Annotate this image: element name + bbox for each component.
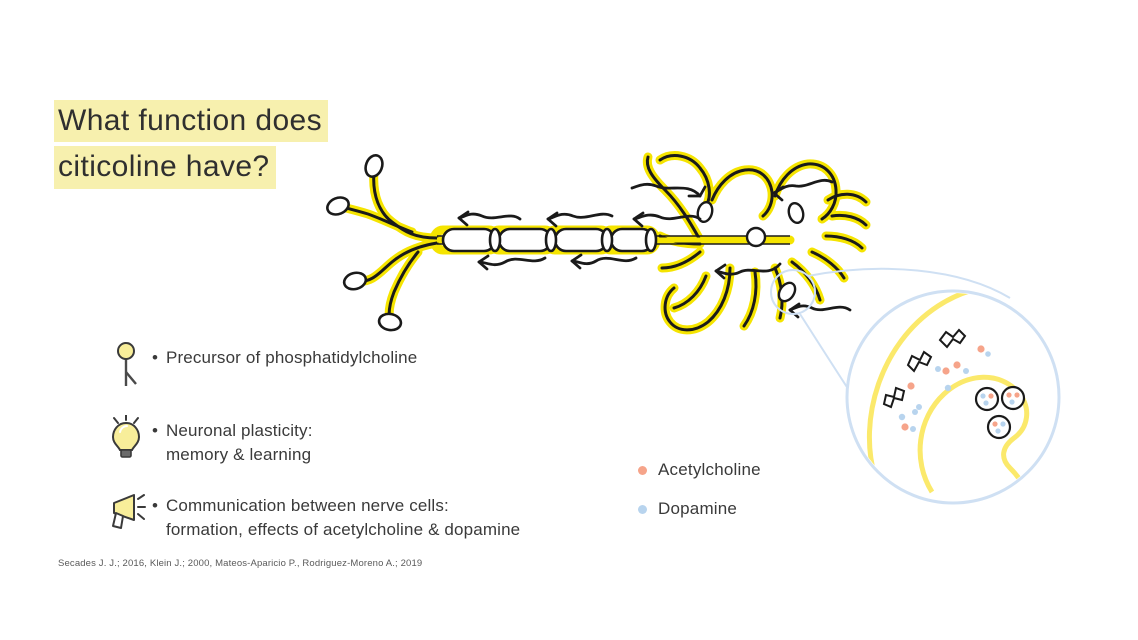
bullet-label: Precursor of phosphatidylcholine: [165, 348, 418, 367]
bullet-label: Communication between nerve cells: forma…: [165, 496, 521, 540]
page-title: What function does citicoline have?: [54, 100, 474, 193]
legend-label: Acetylcholine: [658, 460, 761, 479]
neurotransmitter-dots: [898, 345, 991, 432]
magnifier-connector: [770, 267, 1011, 471]
bullet-item-precursor: • Precursor of phosphatidylcholine: [100, 340, 570, 392]
bullet-item-plasticity: • Neuronal plasticity: memory & learning: [100, 413, 570, 467]
bullet-marker: •: [152, 421, 158, 440]
citation-text: Secades J. J.; 2016, Klein J.; 2000, Mat…: [58, 558, 423, 569]
dopamine-swatch-icon: [638, 504, 647, 514]
lightbulb-icon: [100, 413, 152, 463]
bullet-marker: •: [152, 496, 158, 516]
bullet-text-row: • Neuronal plasticity: memory & learning: [152, 413, 313, 467]
vesicles: [974, 385, 1026, 440]
axon: [437, 235, 790, 245]
signal-arrows: [457, 178, 852, 319]
legend-item-acetylcholine: Acetylcholine: [638, 460, 761, 480]
magnifier-circle: [845, 289, 1061, 505]
bullet-text-row: • Precursor of phosphatidylcholine: [152, 340, 417, 370]
bullet-list: • Precursor of phosphatidylcholine • Neu…: [100, 340, 570, 564]
acetylcholine-swatch-icon: [638, 465, 647, 475]
megaphone-icon: [100, 488, 152, 534]
nucleus: [745, 226, 767, 248]
legend: Acetylcholine Dopamine: [638, 460, 761, 538]
bullet-label: Neuronal plasticity: memory & learning: [165, 421, 313, 465]
precursor-molecule-icon: [100, 340, 152, 390]
synapse-marker: [770, 269, 816, 315]
legend-label: Dopamine: [658, 499, 738, 518]
legend-item-dopamine: Dopamine: [638, 499, 761, 519]
title-line-2: citicoline have?: [54, 146, 276, 189]
presynaptic-membrane: [866, 293, 1042, 478]
receptors: [882, 328, 967, 409]
bullet-item-communication: • Communication between nerve cells: for…: [100, 488, 570, 542]
myelin-sheath: [441, 227, 658, 253]
bullet-marker: •: [152, 348, 158, 367]
title-line-1: What function does: [54, 100, 329, 143]
postsynaptic-cell: [917, 374, 1030, 501]
bullet-text-row: • Communication between nerve cells: for…: [152, 488, 520, 542]
dendrite-boutons: [696, 200, 805, 303]
